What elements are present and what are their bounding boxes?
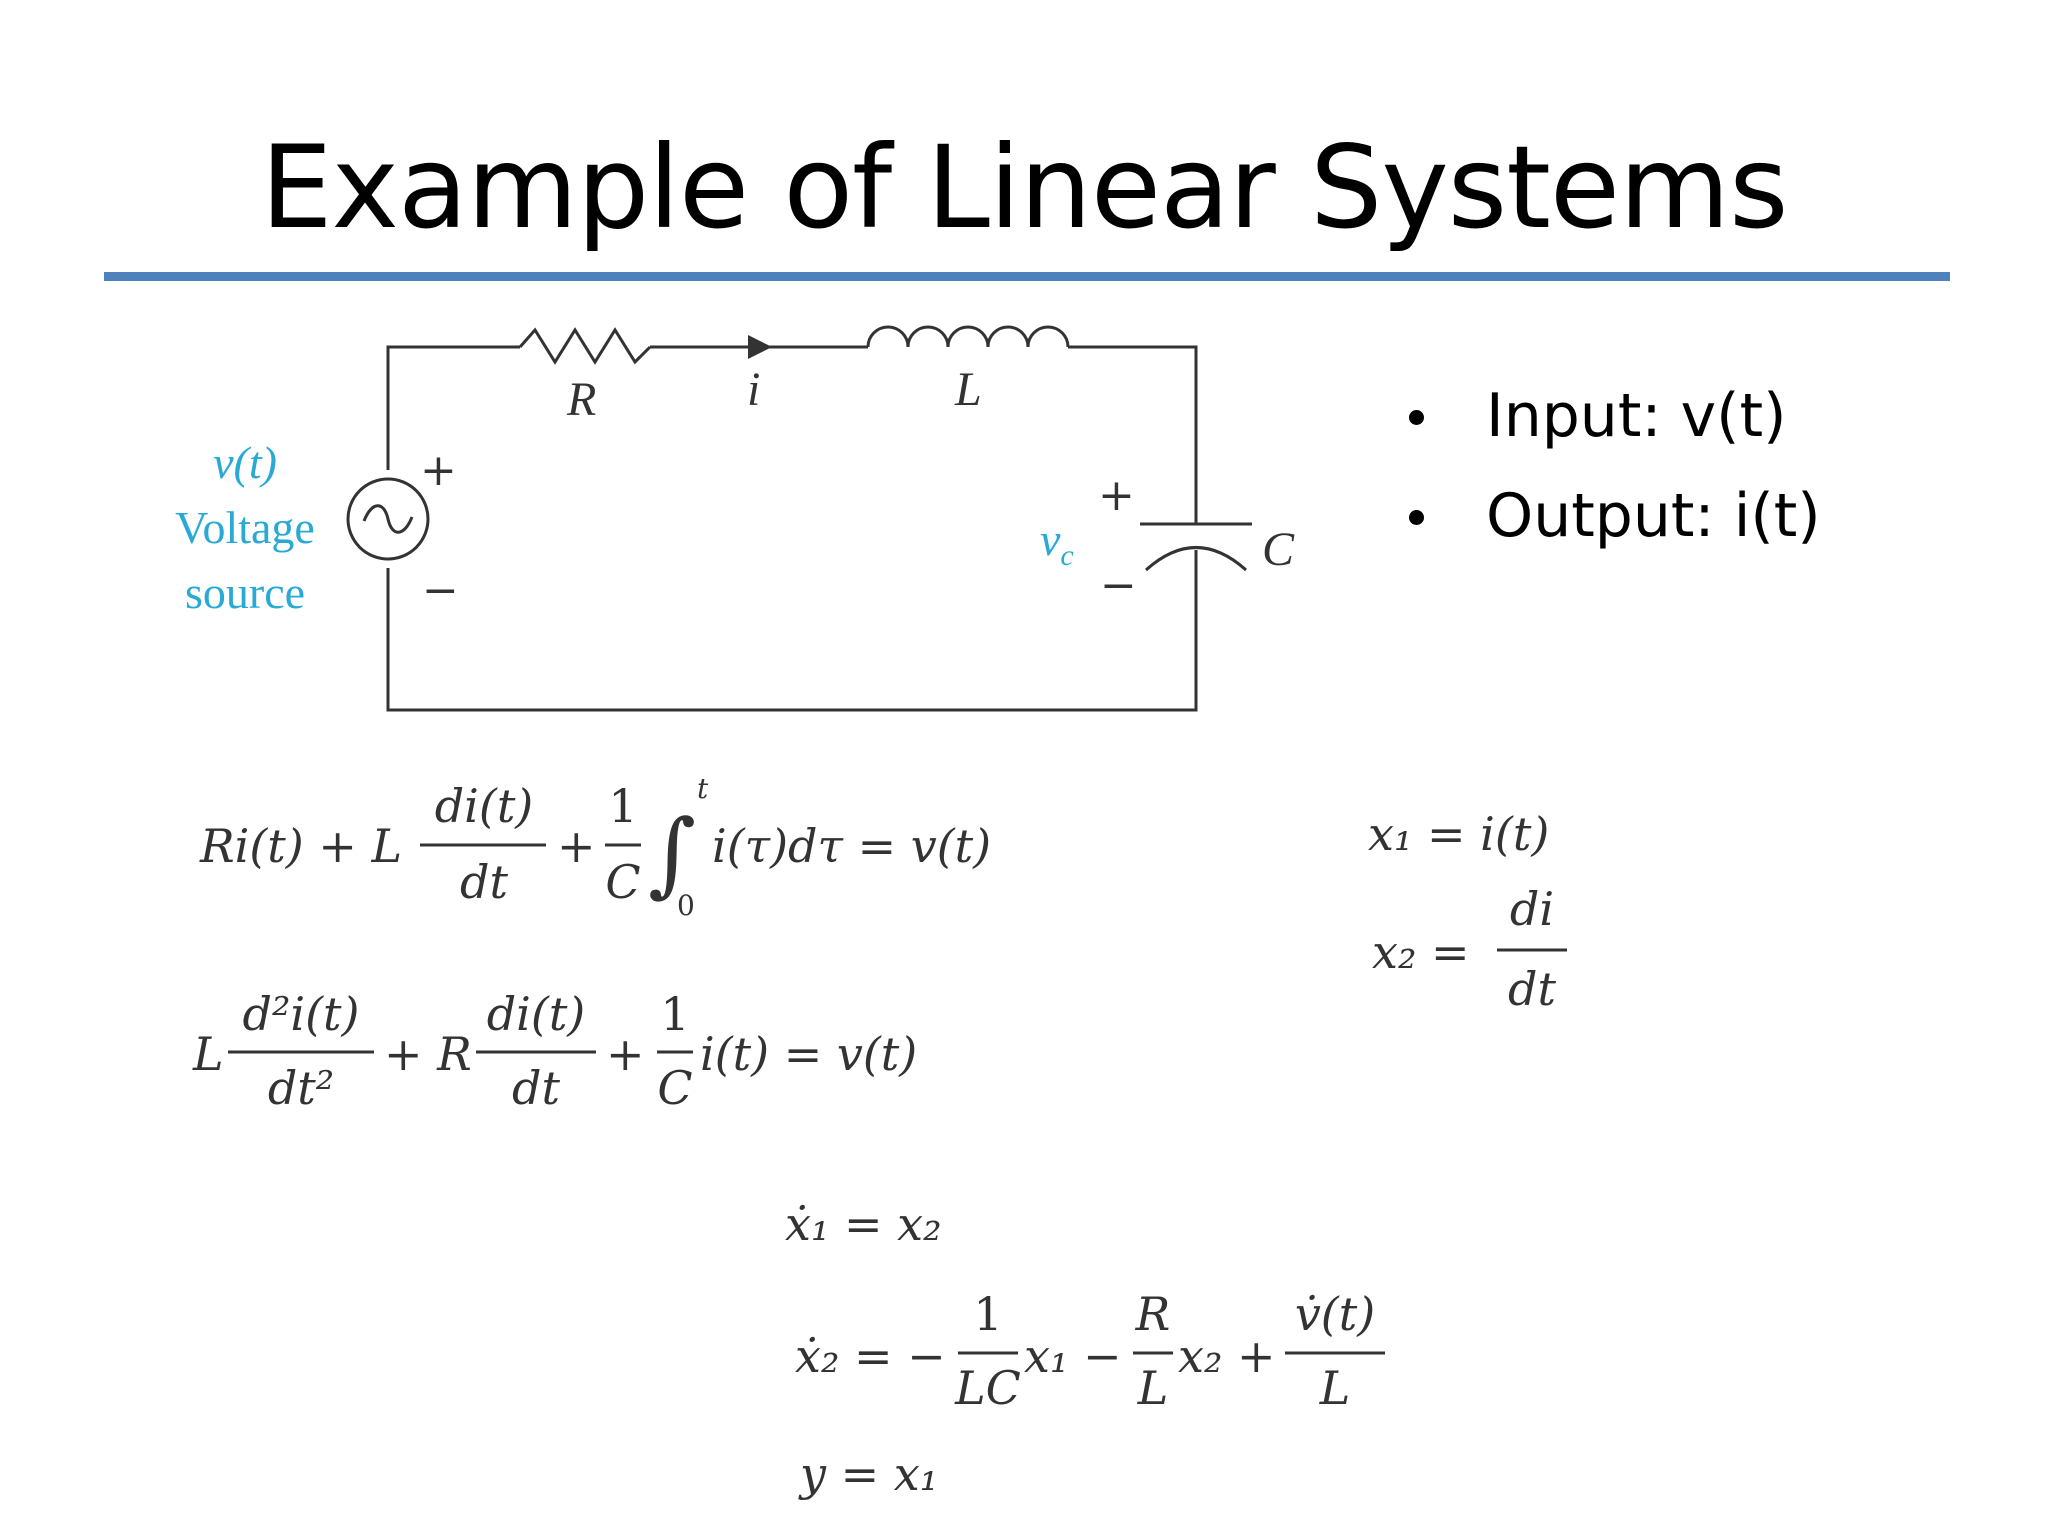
- equation-kvl-integral: Ri(t) + L di(t) dt + 1 C ∫ t 0 i(τ)dτ = …: [199, 772, 991, 922]
- state-x2-left: x₂ =: [1372, 925, 1470, 979]
- wire-top-left: [386, 345, 520, 470]
- state-x2dot-left: ẋ₂ = −: [795, 1329, 946, 1383]
- wire-right-lower: [386, 550, 1198, 712]
- bullet-dot-icon: [1409, 510, 1424, 525]
- state-term1: x₁ −: [1024, 1329, 1122, 1383]
- bullet-text: Output: i(t): [1486, 481, 1821, 551]
- bullet-list: Input: v(t) Output: i(t): [1405, 372, 1821, 572]
- eq2-plus: +: [606, 1027, 645, 1081]
- capacitor-bottom-plate: [1144, 546, 1248, 572]
- eq2-frac2-num: di(t): [487, 987, 586, 1041]
- state-variable-definitions: x₁ = i(t) x₂ = di dt: [1368, 807, 1567, 1016]
- equation-second-order: L d²i(t) dt² + R di(t) dt + 1 C i(t) = v…: [192, 987, 917, 1115]
- wire-top-right: [1068, 345, 1198, 524]
- resistor-label: R: [566, 373, 596, 426]
- eq1-frac1-num: di(t): [435, 779, 534, 833]
- circuit-blue-labels: v(t) Voltage source vc: [175, 437, 1074, 618]
- eq2-frac3-num: 1: [660, 987, 689, 1041]
- state-f3-num: v̇(t): [1295, 1287, 1375, 1341]
- state-f3-den: L: [1319, 1361, 1351, 1415]
- eq2-rest: i(t) = v(t): [700, 1027, 917, 1081]
- eq1-integral-sign: ∫: [648, 800, 696, 907]
- state-x2-den: dt: [1508, 962, 1556, 1016]
- state-x1-def: x₁ = i(t): [1368, 807, 1549, 861]
- capacitor-voltage-label: vc: [1040, 514, 1074, 572]
- rlc-circuit-diagram: [346, 325, 1252, 712]
- capacitor-plus: +: [1098, 470, 1135, 521]
- eq2-frac1-den: dt²: [268, 1061, 334, 1115]
- eq1-frac1-den: dt: [460, 855, 508, 909]
- eq1-left: Ri(t) + L: [199, 819, 402, 873]
- eq2-frac1-num: d²i(t): [243, 987, 360, 1041]
- bullet-output: Output: i(t): [1405, 472, 1821, 572]
- eq1-int-upper: t: [697, 772, 709, 805]
- state-f2-den: L: [1137, 1361, 1169, 1415]
- state-f1-num: 1: [973, 1287, 1002, 1341]
- source-label-voltage: Voltage: [175, 502, 315, 553]
- current-arrow-icon: [748, 335, 772, 359]
- eq1-frac2-num: 1: [608, 779, 637, 833]
- output-equation: y = x₁: [798, 1447, 938, 1501]
- inductor-label: L: [954, 363, 982, 416]
- state-f2-num: R: [1135, 1287, 1171, 1341]
- source-signal-label: v(t): [213, 437, 277, 488]
- eq1-int-lower: 0: [677, 889, 695, 922]
- source-label-source: source: [185, 567, 305, 618]
- eq2-left: L: [192, 1027, 224, 1081]
- eq1-plus: +: [557, 819, 596, 873]
- capacitor-minus: −: [1100, 560, 1137, 611]
- bullet-dot-icon: [1409, 410, 1424, 425]
- state-x1dot: ẋ₁ = x₂: [785, 1197, 942, 1251]
- ac-sine-icon: [362, 504, 414, 534]
- source-minus: −: [422, 565, 459, 616]
- circuit-labels: R i L C + − + −: [420, 363, 1295, 616]
- bullet-input: Input: v(t): [1405, 372, 1821, 472]
- state-term2: x₂ +: [1178, 1329, 1276, 1383]
- current-label: i: [747, 363, 760, 416]
- eq2-mid: + R: [384, 1027, 472, 1081]
- inductor-symbol: [866, 325, 1070, 348]
- state-f1-den: LC: [954, 1361, 1021, 1415]
- state-space-equations: ẋ₁ = x₂ ẋ₂ = − 1 LC x₁ − R L x₂ + v̇(t) …: [785, 1197, 1385, 1501]
- eq2-frac3-den: C: [657, 1061, 692, 1115]
- voltage-source-symbol: [346, 477, 430, 561]
- eq2-frac2-den: dt: [512, 1061, 560, 1115]
- eq1-rest: i(τ)dτ = v(t): [712, 819, 991, 873]
- source-plus: +: [420, 445, 457, 496]
- slide-title: Example of Linear Systems: [260, 121, 1789, 254]
- capacitor-label: C: [1262, 523, 1295, 576]
- title-divider: [104, 272, 1950, 281]
- state-x2-num: di: [1510, 882, 1554, 936]
- bullet-text: Input: v(t): [1486, 381, 1787, 451]
- resistor-symbol: [518, 327, 652, 365]
- eq1-frac2-den: C: [605, 855, 640, 909]
